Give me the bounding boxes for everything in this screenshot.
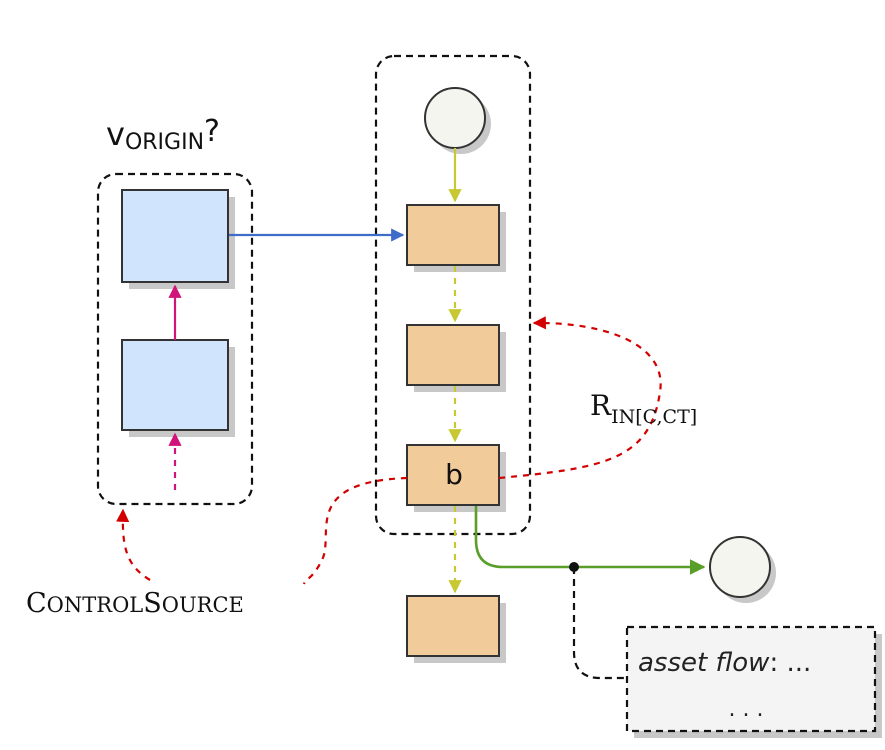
controlsource-label: CONTROLSOURCE bbox=[26, 588, 244, 619]
origin-group-container bbox=[96, 172, 254, 506]
v-origin-label: vORIGIN? bbox=[106, 114, 220, 155]
note-line-1: asset flow: ... bbox=[638, 648, 811, 678]
start-circle bbox=[424, 87, 486, 149]
green-arrow-asset-flow bbox=[474, 506, 706, 575]
blue-node-top bbox=[121, 189, 229, 283]
red-dashed-controlsource-to-origin bbox=[116, 508, 151, 581]
node-b-label: b bbox=[445, 458, 463, 491]
orange-node-4 bbox=[406, 595, 500, 657]
orange-node-2 bbox=[406, 324, 500, 386]
note-line-2: . . . bbox=[729, 697, 764, 722]
blue-node-bottom bbox=[121, 339, 229, 431]
r-in-label: RIN[C,CT] bbox=[590, 389, 697, 428]
end-circle bbox=[709, 536, 771, 598]
orange-node-b bbox=[406, 444, 500, 506]
red-dashed-controlsource-to-b bbox=[302, 476, 408, 585]
note-box bbox=[625, 625, 877, 733]
process-group-container bbox=[374, 54, 532, 536]
red-dashed-r-in-curve bbox=[498, 316, 662, 480]
annotation-connector bbox=[572, 567, 627, 680]
orange-node-1 bbox=[406, 204, 500, 266]
